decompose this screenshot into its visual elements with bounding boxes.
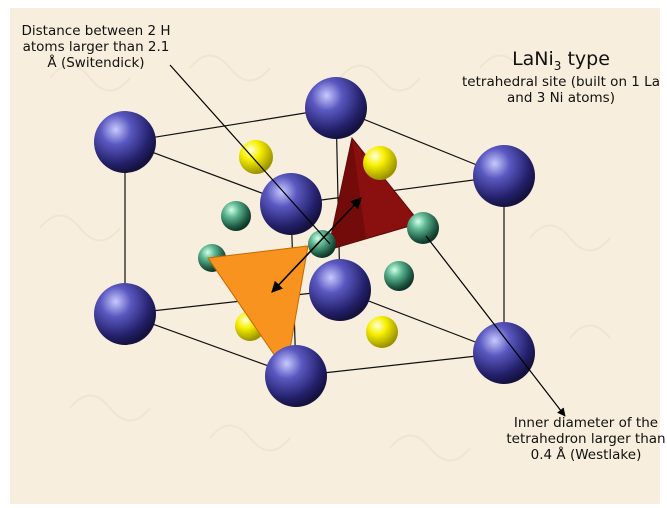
la-atom [265,345,327,407]
la-atom [94,283,156,345]
ni-atom [221,201,251,231]
crystal-structure-diagram [39,54,611,462]
pointer-line-inner [425,235,566,417]
watermark-pattern [39,54,611,462]
structure-type-title: LaNi3 type [512,48,610,73]
distance-label: Distance between 2 H atoms larger than 2… [21,23,171,71]
ni-atom [407,212,439,244]
h-atom [366,316,398,348]
h-atom [363,146,397,180]
title-block: LaNi3 type tetrahedral site (built on 1 … [456,48,666,107]
la-atom [473,145,535,207]
diagram-canvas: Distance between 2 H atoms larger than 2… [10,8,666,504]
la-atom [309,259,371,321]
la-atom [305,77,367,139]
tetrahedral-site-description: tetrahedral site (built on 1 La and 3 Ni… [462,73,660,106]
la-atom [473,322,535,384]
hh-distance-arrow [271,197,362,293]
ni-atom [384,261,414,291]
la-atom [94,111,156,173]
la-atom [260,173,322,235]
inner-diameter-label: Inner diameter of the tetrahedron larger… [506,415,666,463]
h-atom [239,140,273,174]
